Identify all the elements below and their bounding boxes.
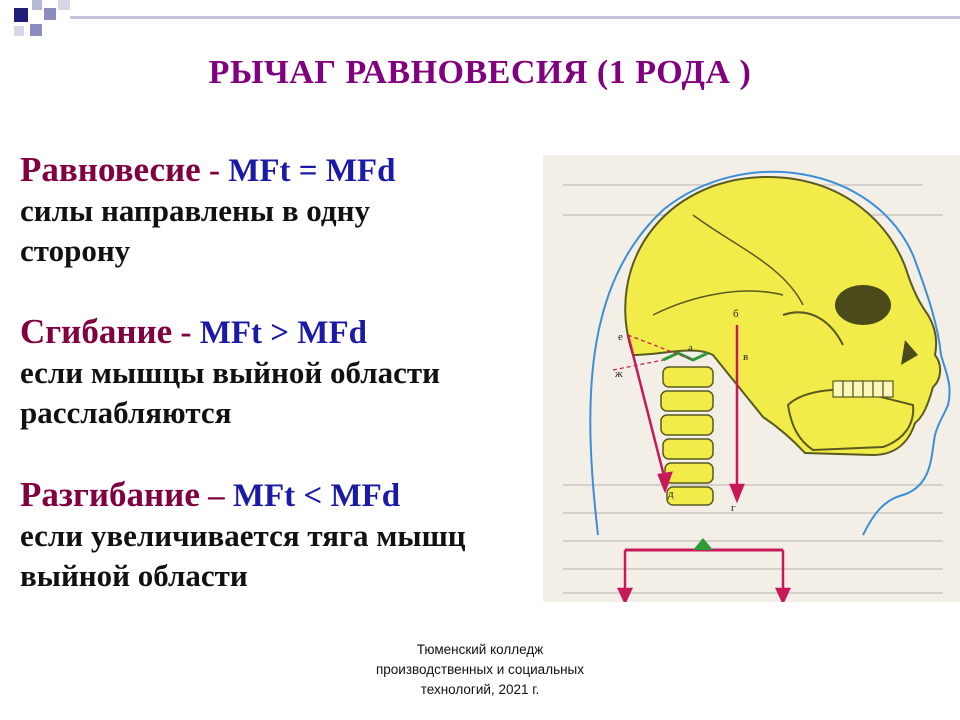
label-a: а bbox=[688, 342, 693, 354]
description-line: выйной области bbox=[20, 558, 248, 593]
section-extension: Разгибание – MFt < MFd если увеличиваетс… bbox=[20, 475, 466, 596]
section-flexion: Сгибание - MFt > MFd если мышцы выйной о… bbox=[20, 312, 440, 433]
nasal-cavity bbox=[901, 340, 918, 365]
footer-line: технологий, 2021 г. bbox=[420, 682, 540, 697]
cervical-spine bbox=[660, 366, 714, 506]
label-zh: ж bbox=[614, 368, 623, 380]
head-outline bbox=[589, 170, 951, 536]
label-e: е bbox=[618, 331, 623, 343]
teeth bbox=[832, 380, 894, 398]
description-line: расслабляются bbox=[20, 395, 232, 430]
footer-credit: Тюменский колледж производственных и соц… bbox=[320, 640, 640, 700]
eye-socket bbox=[835, 285, 891, 325]
section-heading: Разгибание – MFt < MFd bbox=[20, 475, 466, 516]
section-heading: Равновесие - MFt = MFd bbox=[20, 150, 395, 191]
footer-line: Тюменский колледж bbox=[416, 642, 544, 657]
section-equilibrium: Равновесие - MFt = MFd силы направлены в… bbox=[20, 150, 395, 271]
force-arrows bbox=[617, 325, 791, 602]
formula: MFt > MFd bbox=[199, 315, 367, 351]
dash: – bbox=[199, 478, 233, 514]
footer-line: производственных и социальных bbox=[375, 662, 585, 677]
fulcrum-line bbox=[662, 351, 709, 362]
corner-decoration bbox=[14, 0, 960, 36]
description-line: силы направлены в одну bbox=[20, 193, 370, 228]
skull-lever-illustration: е ж а б в д г bbox=[543, 155, 960, 602]
term: Сгибание bbox=[20, 312, 173, 351]
description-line: если увеличивается тяга мышц bbox=[20, 518, 466, 553]
dash: - bbox=[172, 315, 200, 351]
fulcrum-triangle bbox=[693, 538, 713, 550]
jaw bbox=[786, 388, 915, 452]
description-line: если мышцы выйной области bbox=[20, 355, 440, 390]
slide-title: РЫЧАГ РАВНОВЕСИЯ (1 РОДА ) bbox=[208, 54, 752, 91]
formula: MFt = MFd bbox=[228, 153, 396, 189]
term: Равновесие bbox=[20, 150, 201, 189]
label-g: г bbox=[731, 502, 736, 514]
label-d: д bbox=[668, 488, 674, 500]
description-line: сторону bbox=[20, 233, 131, 268]
formula: MFt < MFd bbox=[232, 478, 401, 514]
dash: - bbox=[200, 153, 229, 189]
term: Разгибание bbox=[20, 475, 200, 514]
label-b: б bbox=[733, 308, 739, 320]
section-heading: Сгибание - MFt > MFd bbox=[20, 312, 440, 353]
label-v: в bbox=[743, 351, 748, 363]
